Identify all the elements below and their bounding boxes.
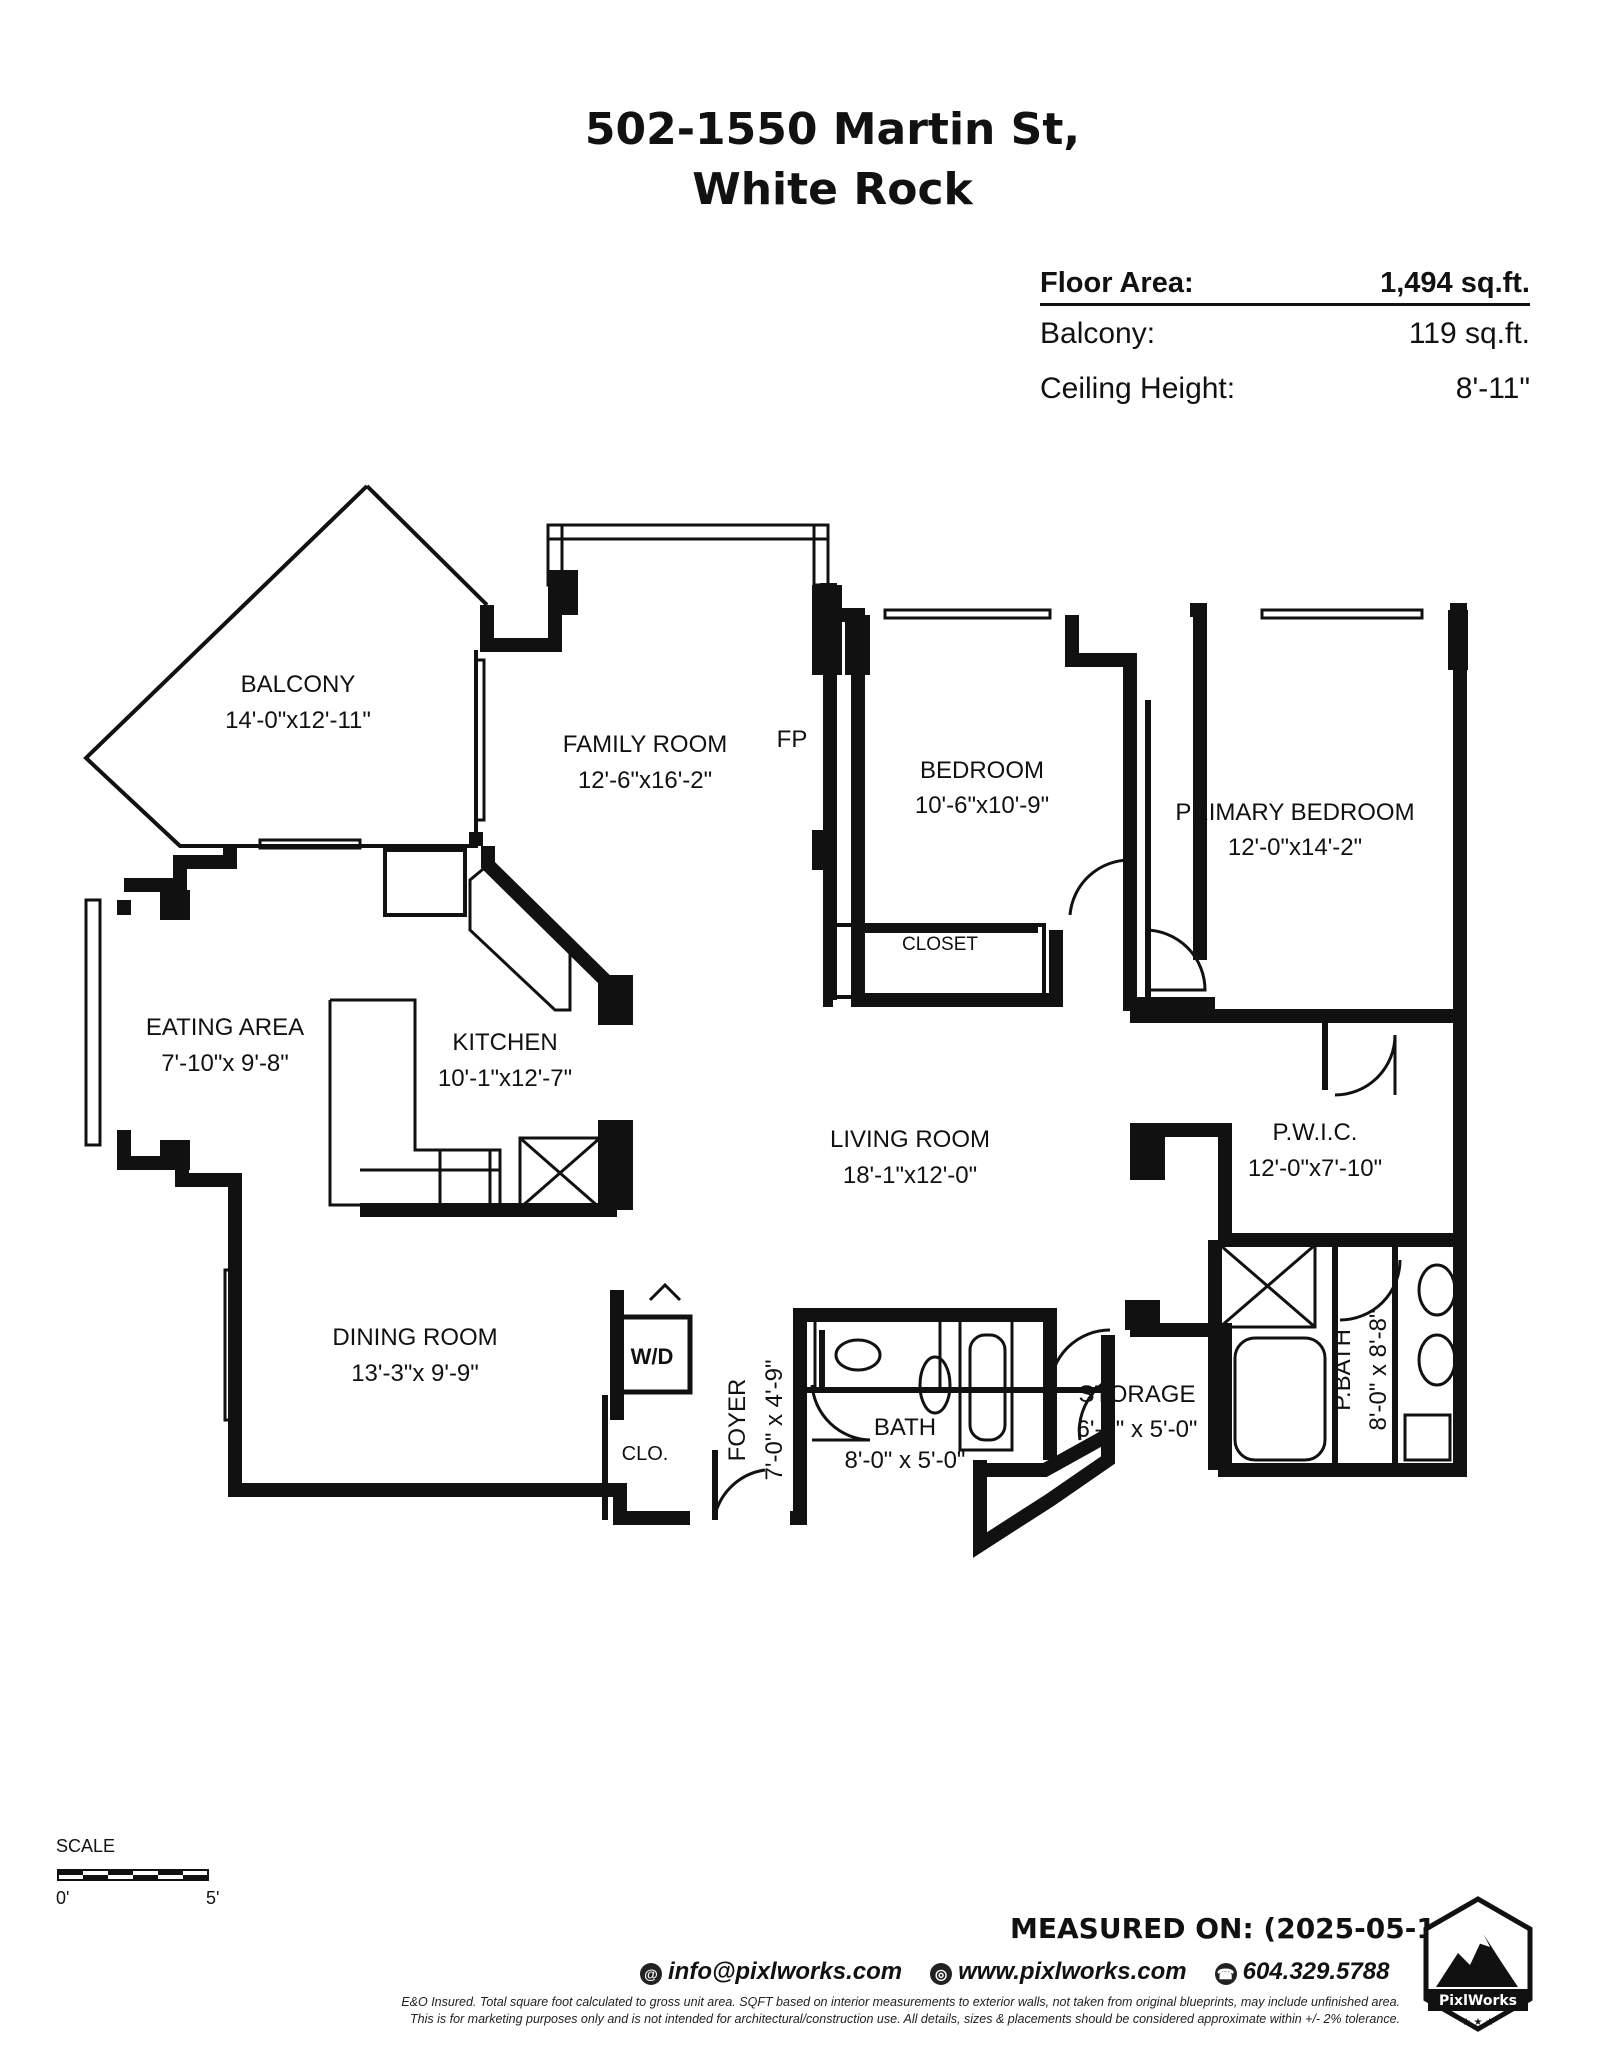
scale-bar bbox=[57, 1869, 209, 1881]
foyer-dims: 7'-0" x 4'-9" bbox=[761, 1360, 788, 1481]
disclaimer-line-2: This is for marketing purposes only and … bbox=[410, 2012, 1400, 2026]
scale-end: 5' bbox=[206, 1888, 220, 1908]
balcony-area-value: 119 sq.ft. bbox=[1408, 316, 1530, 350]
door-swings bbox=[648, 858, 1402, 1516]
balcony-dims: 14'-0"x12'-11" bbox=[225, 707, 371, 734]
storage-label: STORAGE bbox=[1079, 1381, 1196, 1408]
bedroom-label: BEDROOM bbox=[920, 757, 1044, 784]
washer-dryer-box bbox=[612, 1314, 693, 1395]
logo-stars: ★ ★ ★ bbox=[1462, 2017, 1494, 2028]
ceiling-height-value: 8'-11" bbox=[1455, 371, 1530, 405]
phone-contact[interactable]: ☎604.329.5788 bbox=[1214, 1958, 1390, 1986]
windows bbox=[84, 523, 1424, 1422]
title-line-1: 502-1550 Martin St, bbox=[584, 104, 1081, 155]
bath-fixtures bbox=[813, 1243, 1457, 1462]
eating-area-dims: 7'-10"x 9'-8" bbox=[161, 1050, 289, 1077]
dining-room-label: DINING ROOM bbox=[332, 1324, 497, 1351]
pbath-dims: 8'-0" x 8'-8" bbox=[1365, 1310, 1392, 1431]
scale-legend: SCALE 0' 5' bbox=[56, 1836, 219, 1908]
living-room-dims: 18'-1"x12'-0" bbox=[843, 1162, 977, 1189]
property-title: 502-1550 Martin St, White Rock bbox=[0, 100, 1600, 220]
closet-outline bbox=[832, 923, 1046, 999]
scale-label: SCALE bbox=[56, 1836, 116, 1856]
kitchen-dims: 10'-1"x12'-7" bbox=[438, 1065, 572, 1092]
ceiling-height-row: Ceiling Height: 8'-11" bbox=[1040, 361, 1530, 416]
pixlworks-logo: PixlWorks ★ ★ ★ bbox=[1423, 1896, 1533, 2032]
email-text: info@pixlworks.com bbox=[668, 1958, 903, 1985]
family-room-label: FAMILY ROOM bbox=[563, 731, 727, 758]
pillars bbox=[160, 570, 1468, 1330]
kitchen-counters bbox=[328, 848, 602, 1210]
primary-bedroom-label: PRIMARY BEDROOM bbox=[1175, 799, 1414, 826]
eating-area-label: EATING AREA bbox=[146, 1014, 304, 1041]
closet-small-label: CLO. bbox=[622, 1443, 669, 1465]
floor-area-value: 1,494 sq.ft. bbox=[1380, 266, 1530, 299]
balcony-area-label: Balcony: bbox=[1040, 316, 1156, 350]
living-room-label: LIVING ROOM bbox=[830, 1126, 990, 1153]
bedroom-dims: 10'-6"x10'-9" bbox=[915, 792, 1049, 819]
balcony-area-row: Balcony: 119 sq.ft. bbox=[1040, 306, 1530, 361]
website-contact[interactable]: ◎www.pixlworks.com bbox=[930, 1958, 1187, 1986]
dining-room-dims: 13'-3"x 9'-9" bbox=[351, 1360, 479, 1387]
email-contact[interactable]: @ info@pixlworks.com bbox=[640, 1958, 902, 1986]
disclaimer-line-1: E&O Insured. Total square foot calculate… bbox=[401, 1995, 1400, 2009]
pwic-dims: 12'-0"x7'-10" bbox=[1248, 1155, 1382, 1182]
website-text: www.pixlworks.com bbox=[958, 1958, 1187, 1985]
phone-icon: ☎ bbox=[1214, 1963, 1237, 1985]
washer-dryer-label: W/D bbox=[631, 1344, 674, 1369]
contact-row: @ info@pixlworks.com ◎www.pixlworks.com ☎… bbox=[640, 1958, 1389, 1986]
balcony-rail bbox=[365, 484, 489, 607]
disclaimer: E&O Insured. Total square foot calculate… bbox=[210, 1994, 1400, 2028]
logo-text: PixlWorks bbox=[1439, 1993, 1517, 2009]
primary-bedroom-dims: 12'-0"x14'-2" bbox=[1228, 834, 1362, 861]
pwic-label: P.W.I.C. bbox=[1273, 1119, 1358, 1146]
foyer-label: FOYER bbox=[724, 1379, 751, 1462]
measured-on: MEASURED ON: (2025-05-19) bbox=[1010, 1912, 1469, 1945]
pbath-label: P.BATH bbox=[1329, 1329, 1356, 1411]
globe-icon: ◎ bbox=[930, 1963, 953, 1985]
kitchen-label: KITCHEN bbox=[452, 1029, 557, 1056]
closet-label: CLOSET bbox=[902, 934, 978, 955]
bath-label: BATH bbox=[874, 1414, 936, 1441]
balcony-label: BALCONY bbox=[241, 671, 356, 698]
floor-area-row: Floor Area: 1,494 sq.ft. bbox=[1040, 263, 1530, 306]
floor-area-label: Floor Area: bbox=[1040, 266, 1194, 299]
area-summary: Floor Area: 1,494 sq.ft. Balcony: 119 sq… bbox=[1040, 263, 1530, 416]
family-room-dims: 12'-6"x16'-2" bbox=[578, 767, 712, 794]
storage-dims: 6'-2" x 5'-0" bbox=[1077, 1416, 1198, 1443]
fireplace-label: FP bbox=[777, 726, 808, 753]
ceiling-height-label: Ceiling Height: bbox=[1040, 371, 1236, 405]
balcony-outline bbox=[83, 484, 478, 848]
bath-dims: 8'-0" x 5'-0" bbox=[845, 1447, 966, 1474]
email-icon: @ bbox=[640, 1963, 662, 1985]
title-line-2: White Rock bbox=[692, 164, 973, 215]
phone-text: 604.329.5788 bbox=[1242, 1958, 1390, 1985]
scale-start: 0' bbox=[56, 1888, 70, 1908]
